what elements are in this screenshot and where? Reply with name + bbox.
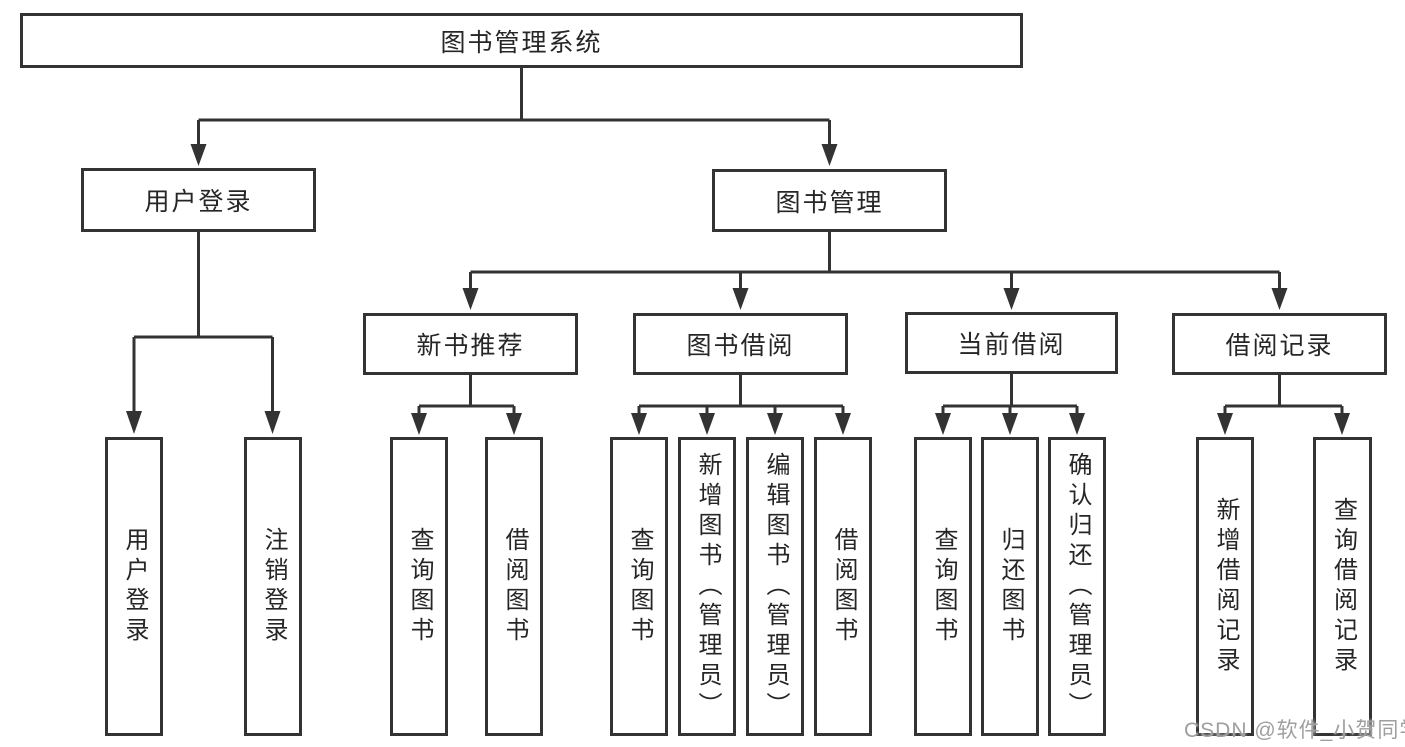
leaf-br-query-record-label: 查询借阅记录	[1329, 496, 1357, 677]
connector-root-to-level2	[190, 68, 838, 166]
arrow-down-icon	[699, 413, 715, 435]
connector-line	[1223, 375, 1344, 416]
leaf-cb-query-books: 查询图书	[914, 437, 972, 736]
leaf-bb-query-books-label: 查询图书	[626, 526, 653, 647]
node-new-book-recommend-label: 新书推荐	[416, 332, 525, 360]
leaf-nb-query-books: 查询图书	[390, 437, 448, 736]
connector-line	[197, 68, 831, 146]
connector-current-borrow-to-leaves	[935, 374, 1085, 435]
arrow-down-icon	[264, 411, 281, 434]
leaf-user-login-label: 用户登录	[121, 526, 148, 647]
leaf-cb-return-books: 归还图书	[981, 437, 1039, 736]
leaf-nb-query-books-label: 查询图书	[406, 526, 433, 647]
arrow-down-icon	[1069, 413, 1085, 435]
arrow-down-icon	[506, 413, 522, 435]
node-root: 图书管理系统	[20, 13, 1023, 68]
arrow-down-icon	[767, 413, 783, 435]
connector-borrow-records-to-leaves	[1217, 375, 1350, 435]
arrow-down-icon	[190, 144, 207, 166]
node-book-borrowing-label: 图书借阅	[686, 332, 795, 360]
leaf-bb-edit-books-admin: 编辑图书（管理员）	[746, 437, 804, 736]
connector-line	[469, 232, 1281, 290]
node-new-book-recommend: 新书推荐	[363, 313, 578, 375]
leaf-cb-confirm-return-admin: 确认归还（管理员）	[1048, 437, 1106, 736]
leaf-nb-borrow-books-label: 借阅图书	[501, 526, 528, 647]
arrow-down-icon	[935, 413, 951, 435]
leaf-br-add-record-label: 新增借阅记录	[1212, 496, 1239, 677]
node-borrowing-records: 借阅记录	[1172, 313, 1387, 375]
node-book-management-label: 图书管理	[775, 188, 884, 217]
leaf-bb-borrow-books-label: 借阅图书	[830, 526, 857, 647]
leaf-br-query-record: 查询借阅记录	[1313, 437, 1372, 736]
arrow-down-icon	[1002, 413, 1018, 435]
node-current-borrowing-label: 当前借阅	[957, 331, 1066, 359]
connector-line	[417, 375, 516, 416]
leaf-nb-borrow-books: 借阅图书	[485, 437, 543, 736]
node-book-borrowing: 图书借阅	[633, 313, 848, 375]
leaf-bb-add-books-admin: 新增图书（管理员）	[678, 437, 736, 736]
arrow-down-icon	[1217, 413, 1233, 435]
node-book-management: 图书管理	[712, 169, 947, 232]
arrow-down-icon	[732, 288, 749, 310]
connector-book-borrow-to-leaves	[631, 375, 851, 435]
arrow-down-icon	[1003, 288, 1020, 310]
node-borrowing-records-label: 借阅记录	[1225, 332, 1334, 360]
leaf-br-add-record: 新增借阅记录	[1196, 437, 1254, 736]
connector-user-login-to-leaves	[126, 232, 281, 434]
leaf-bb-add-books-admin-label: 新增图书（管理员）	[694, 451, 721, 722]
leaf-user-login: 用户登录	[105, 437, 163, 736]
arrow-down-icon	[1271, 288, 1288, 310]
connector-line	[132, 232, 274, 413]
leaf-bb-borrow-books: 借阅图书	[814, 437, 872, 736]
leaf-bb-query-books: 查询图书	[610, 437, 668, 736]
node-root-label: 图书管理系统	[440, 28, 603, 57]
connector-book-management-to-level3	[462, 232, 1288, 310]
watermark: CSDN @软件_小贺同学	[1184, 719, 1405, 742]
leaf-cb-confirm-return-admin-label: 确认归还（管理员）	[1064, 451, 1091, 722]
node-user-login-label: 用户登录	[144, 188, 253, 216]
node-current-borrowing: 当前借阅	[905, 312, 1118, 374]
node-user-login: 用户登录	[81, 168, 316, 232]
arrow-down-icon	[821, 144, 838, 166]
arrow-down-icon	[631, 413, 647, 435]
connector-line	[637, 375, 845, 416]
arrow-down-icon	[411, 413, 427, 435]
connector-line	[941, 374, 1079, 416]
arrow-down-icon	[835, 413, 851, 435]
leaf-logout: 注销登录	[244, 437, 302, 736]
leaf-cb-return-books-label: 归还图书	[997, 526, 1024, 647]
arrow-down-icon	[462, 288, 479, 310]
arrow-down-icon	[126, 411, 142, 434]
leaf-cb-query-books-label: 查询图书	[930, 526, 957, 647]
leaf-logout-label: 注销登录	[260, 526, 287, 647]
connector-new-book-to-leaves	[411, 375, 522, 435]
leaf-bb-edit-books-admin-label: 编辑图书（管理员）	[762, 451, 789, 722]
arrow-down-icon	[1334, 413, 1350, 435]
